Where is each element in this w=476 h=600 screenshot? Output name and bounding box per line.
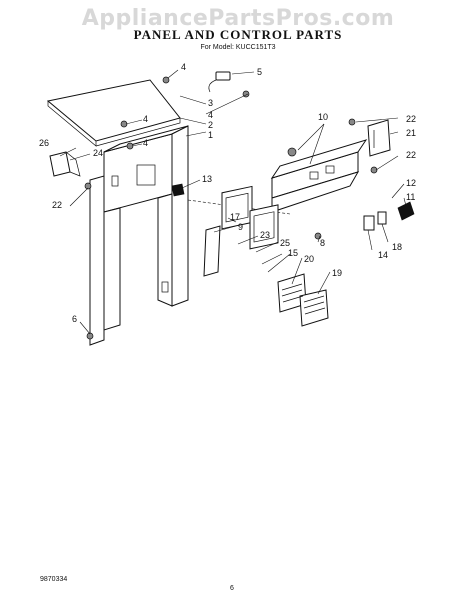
side-bracket <box>49 151 81 177</box>
document-number: 9870334 <box>40 576 68 583</box>
light-assembly <box>203 185 329 327</box>
callout-26: 26 <box>39 138 49 148</box>
page-number: 6 <box>230 585 234 592</box>
control-knob <box>397 201 415 221</box>
main-housing-frame <box>89 125 291 346</box>
control-panel-bracket <box>270 139 368 213</box>
callout-13: 13 <box>202 174 212 184</box>
callout-4-right: 4 <box>208 110 213 120</box>
screw-fasteners <box>84 76 378 340</box>
callout-10: 10 <box>318 112 328 122</box>
callout-23: 23 <box>260 230 270 240</box>
callout-22-right: 22 <box>406 150 416 160</box>
callout-22-top: 22 <box>406 114 416 124</box>
switch-plug-part <box>208 71 231 93</box>
callout-2: 2 <box>208 120 213 130</box>
callout-6: 6 <box>72 314 77 324</box>
callout-4-mid: 4 <box>143 114 148 124</box>
callout-14: 14 <box>378 250 388 260</box>
model-subtitle: For Model: KUCC151T3 <box>200 44 276 51</box>
callout-5: 5 <box>257 67 262 77</box>
site-watermark: AppliancePartsPros.com <box>81 6 395 31</box>
callout-1: 1 <box>208 130 213 140</box>
callout-15: 15 <box>288 248 298 258</box>
callout-3: 3 <box>208 98 213 108</box>
callout-24: 24 <box>93 148 103 158</box>
callout-12: 12 <box>406 178 416 188</box>
callout-8: 8 <box>320 238 325 248</box>
rocker-switch <box>363 211 387 231</box>
callout-18: 18 <box>392 242 402 252</box>
callout-17: 17 <box>230 212 240 222</box>
callout-25: 25 <box>280 238 290 248</box>
page-title: PANEL AND CONTROL PARTS <box>133 27 343 42</box>
callout-9: 9 <box>238 222 243 232</box>
callout-11: 11 <box>406 192 415 202</box>
callout-21: 21 <box>406 128 416 138</box>
door-handle <box>367 119 391 157</box>
callout-4-top: 4 <box>181 62 186 72</box>
callout-19: 19 <box>332 268 342 278</box>
callout-4-low: 4 <box>143 138 148 148</box>
callout-leader-lines <box>59 69 407 335</box>
callout-20: 20 <box>304 254 314 264</box>
callout-22-left: 22 <box>52 200 62 210</box>
callout-labels: 4 5 3 4 2 1 4 4 26 24 22 6 10 22 21 22 1… <box>39 62 416 324</box>
